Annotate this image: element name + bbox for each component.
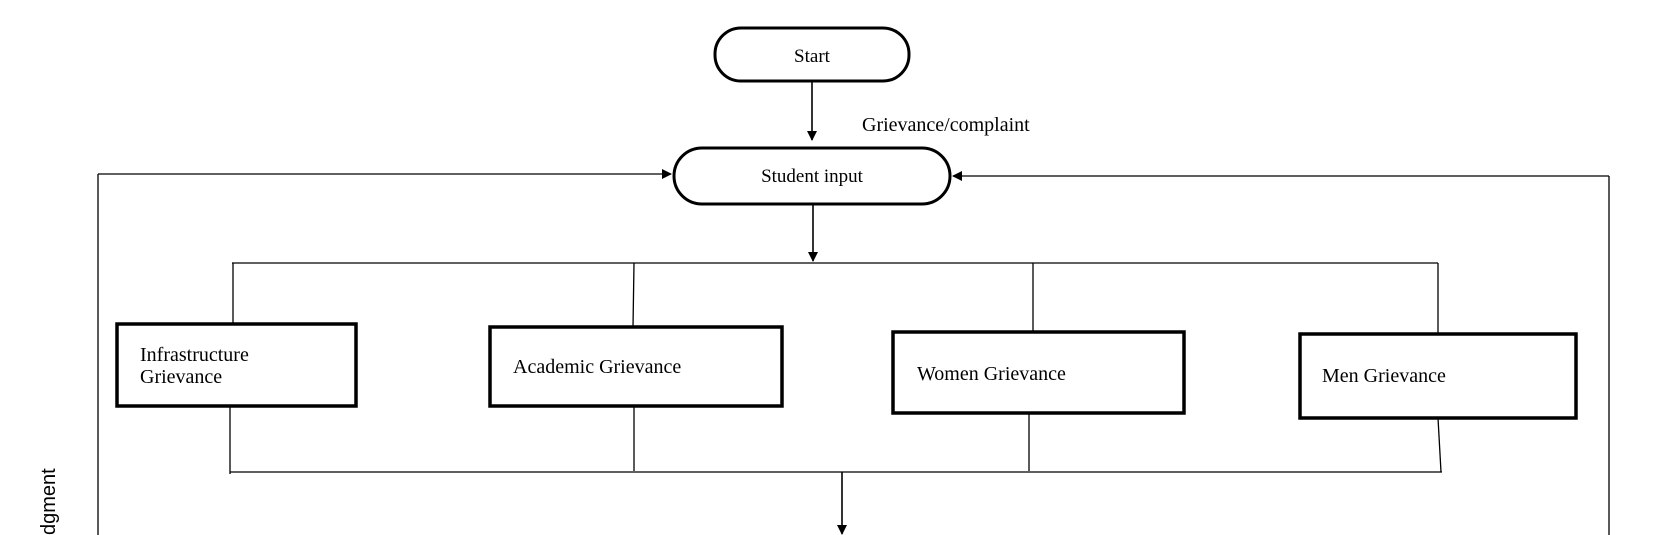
- student-input-terminal: [672, 146, 952, 206]
- rise-men: [1437, 417, 1442, 473]
- infrastructure-label-line1: Infrastructure: [140, 344, 249, 366]
- drop-academic: [632, 262, 635, 328]
- men-label: Men Grievance: [1322, 365, 1446, 387]
- academic-grievance-box: [488, 325, 784, 408]
- start-label: Start: [794, 46, 831, 67]
- academic-label: Academic Grievance: [513, 356, 681, 378]
- men-grievance-box: [1298, 332, 1578, 420]
- student-input-label: Student input: [761, 166, 864, 187]
- women-grievance-box: [891, 330, 1186, 415]
- infrastructure-label-line2: Grievance: [140, 366, 222, 388]
- grievance-complaint-label: Grievance/complaint: [862, 114, 1030, 136]
- side-label-acknowledgment-partial: dgment: [38, 468, 60, 535]
- infrastructure-grievance-box: [115, 322, 358, 408]
- women-label: Women Grievance: [917, 363, 1066, 385]
